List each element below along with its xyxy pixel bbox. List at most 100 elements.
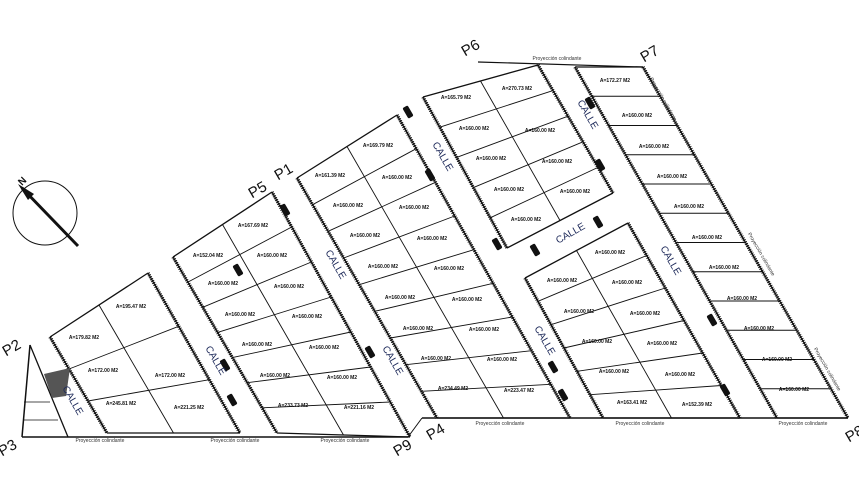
lot-area-label: A=160.00 M2 [452,297,482,303]
lot-area-label: A=223.47 M2 [504,388,534,394]
lot-area-label: A=160.00 M2 [511,217,541,223]
lot-area-label: A=160.00 M2 [744,326,774,332]
lot-area-label: A=160.00 M2 [692,235,722,241]
lot-area-label: A=163.41 M2 [617,400,647,406]
lot-area-label: A=160.00 M2 [327,375,357,381]
boundary-line [477,61,644,68]
lot-area-label: A=160.00 M2 [368,264,398,270]
lot-area-label: A=160.00 M2 [434,266,464,272]
street-curb [171,256,279,434]
parked-car-icon [424,168,436,182]
lot-area-label: A=160.00 M2 [582,339,612,345]
parked-car-icon [557,388,569,402]
lot-area-label: A=160.00 M2 [385,295,415,301]
lot-area-label: A=160.00 M2 [421,356,451,362]
street-label: CALLE [379,344,405,377]
compass-circle [12,180,78,246]
lot-area-label: A=160.00 M2 [469,327,499,333]
lot-area-label: A=152.39 M2 [682,402,712,408]
boundary-line [21,344,31,438]
parked-car-icon [706,313,718,327]
lot-area-label: A=160.00 M2 [333,203,363,209]
projection-label: Proyección colindante [746,232,776,278]
lot-area-label: A=160.00 M2 [494,187,524,193]
lot-area-label: A=160.00 M2 [487,357,517,363]
projection-label: Proyección colindante [616,421,665,427]
lot-area-label: A=160.00 M2 [622,113,652,119]
lot-area-label: A=172.00 M2 [88,368,118,374]
point-label-p8: P8 [843,422,859,446]
lot-area-label: A=160.00 M2 [762,357,792,363]
lot-divider [346,146,504,419]
point-label-p2: P2 [0,336,24,360]
lot-area-label: A=160.00 M2 [242,342,272,348]
point-label-p4: P4 [424,420,448,444]
boundary-line [407,417,423,438]
lot-area-label: A=160.00 M2 [547,278,577,284]
lot-area-label: A=172.27 M2 [600,78,630,84]
parked-car-icon [232,263,244,277]
lot-area-label: A=160.00 M2 [309,345,339,351]
projection-label: Proyección colindante [76,438,125,444]
projection-label: Proyección colindante [648,77,678,123]
lot-area-label: A=160.00 M2 [564,309,594,315]
lot-area-label: A=195.47 M2 [116,304,146,310]
lot-area-label: A=160.00 M2 [727,296,757,302]
lot-area-label: A=160.00 M2 [459,126,489,132]
north-compass: N [12,175,80,248]
lot-divider [480,80,561,221]
parked-car-icon [491,237,503,251]
point-label-p9: P9 [391,436,415,460]
point-label-p5: P5 [246,178,270,202]
parked-car-icon [529,243,541,257]
lot-area-label: A=160.00 M2 [595,250,625,256]
street-label: CALLE [554,221,587,247]
lot-area-label: A=233.73 M2 [278,403,308,409]
lot-area-label: A=160.00 M2 [639,144,669,150]
lot-area-label: A=160.00 M2 [257,253,287,259]
parked-car-icon [364,345,376,359]
parked-car-icon [719,383,731,397]
lot-area-label: A=160.00 M2 [274,284,304,290]
lot-divider [222,224,344,436]
parked-car-icon [279,203,291,217]
street-label: CALLE [322,248,348,281]
lot-area-label: A=152.04 M2 [193,253,223,259]
lot-area-label: A=160.00 M2 [225,312,255,318]
lot-area-label: A=160.00 M2 [417,236,447,242]
street-curb [270,191,412,438]
lot-area-label: A=160.00 M2 [674,204,704,210]
point-label-p3: P3 [0,436,20,460]
projection-label: Proyección colindante [321,438,370,444]
lot-area-label: A=160.00 M2 [382,175,412,181]
projection-label: Proyección colindante [211,438,260,444]
hatched-access [44,368,70,398]
lot-area-label: A=160.00 M2 [350,233,380,239]
street-curb [395,114,572,419]
lot-area-label: A=221.25 M2 [174,405,204,411]
north-arrow-icon [20,186,80,248]
parked-car-icon [584,96,596,110]
parked-car-icon [594,158,606,172]
lot-divider [98,304,174,434]
street-curb [536,64,615,194]
lot-area-label: A=161.39 M2 [315,173,345,179]
lot-area-label: A=167.69 M2 [238,223,268,229]
projection-label: Proyección colindante [812,347,842,393]
lot-area-label: A=160.00 M2 [476,156,506,162]
lot-area-label: A=245.81 M2 [106,401,136,407]
lot-area-label: A=160.00 M2 [599,369,629,375]
street-curb [295,177,439,419]
point-label-p7: P7 [638,42,662,66]
parked-car-icon [402,105,414,119]
point-label-p6: P6 [459,36,483,60]
street-curb [48,336,109,434]
projection-label: Proyección colindante [533,56,582,62]
lot-area-label: A=160.00 M2 [525,128,555,134]
lot-area-label: A=160.00 M2 [647,341,677,347]
lot-area-label: A=160.00 M2 [292,314,322,320]
parked-car-icon [219,358,231,372]
north-arrowhead-icon [18,184,34,200]
projection-label: Proyección colindante [476,421,525,427]
